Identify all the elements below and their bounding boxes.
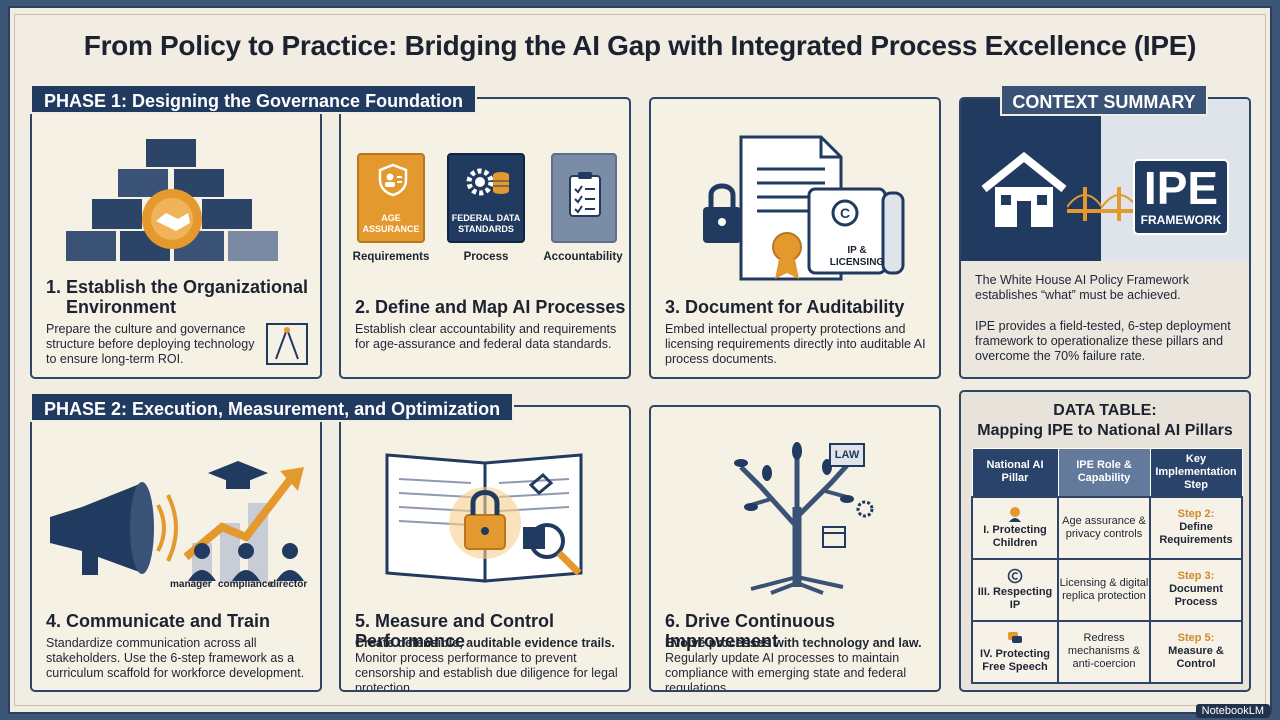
- row1-step: Define Requirements: [1159, 521, 1233, 546]
- card1-heading-line1: 1. Establish the Organizational: [46, 277, 309, 297]
- shield-person-icon: [378, 163, 408, 197]
- card-measure-control: 5. Measure and Control Performance Creat…: [339, 405, 631, 692]
- table-title-line1: DATA TABLE:: [1053, 402, 1157, 419]
- notebooklm-watermark: NotebookLM: [1195, 704, 1270, 718]
- process-caption: Process: [463, 251, 509, 263]
- pillar-mapping-table: National AI Pillar IPE Role & Capability…: [971, 448, 1243, 684]
- card5-heading: 5. Measure and Control Performance: [355, 611, 555, 651]
- ipe-framework-badge: IPE FRAMEWORK: [1133, 159, 1229, 235]
- row2-step-cell: Step 3: Document Process: [1149, 557, 1243, 622]
- row3-step: Measure & Control: [1168, 645, 1224, 670]
- bridge-icon: [1067, 187, 1137, 221]
- row3-pillar: IV. Protecting Free Speech: [980, 647, 1050, 673]
- context-house-panel: [961, 99, 1101, 261]
- card6-heading: 6. Drive Continuous Improvement: [665, 611, 836, 651]
- card-define-map-processes: AGE ASSURANCE FEDERAL DATA STANDARDS Req…: [339, 97, 631, 379]
- row2-role: Licensing & digital replica protection: [1057, 557, 1151, 622]
- ipe-big-text: IPE: [1143, 162, 1219, 214]
- accountability-badge: [551, 153, 617, 243]
- context-summary-label: CONTEXT SUMMARY: [1000, 84, 1208, 116]
- building-blocks-handshake-icon: [66, 139, 278, 261]
- card6-text: Regularly update AI processes to maintai…: [665, 651, 907, 692]
- checklist-icon: [569, 172, 601, 217]
- ip-licensing-label: IP & LICENSING: [829, 245, 885, 268]
- house-icon: [981, 151, 1067, 227]
- row3-pillar-cell: IV. Protecting Free Speech: [971, 619, 1059, 684]
- card-establish-environment: 1. Establish the Organizational Environm…: [30, 97, 322, 379]
- row1-pillar: I. Protecting Children: [983, 523, 1047, 549]
- header-role: IPE Role & Capability: [1057, 448, 1151, 497]
- table-row: IV. Protecting Free Speech Redress mecha…: [971, 619, 1243, 684]
- megaphone-growth-icon: [50, 461, 304, 583]
- book-lock-magnifier-icon: [385, 453, 583, 583]
- card5-text-bold: Create defensible, auditable evidence tr…: [355, 636, 615, 650]
- context-summary-card: IPE FRAMEWORK The White House AI Policy …: [959, 97, 1251, 379]
- role-compliance: compliance: [218, 579, 274, 590]
- card6-text-bold: Evolve processes with technology and law…: [665, 636, 922, 650]
- age-assurance-badge: AGE ASSURANCE: [357, 153, 425, 243]
- row2-step-num: Step 3:: [1177, 570, 1215, 582]
- data-table-card: DATA TABLE: Mapping IPE to National AI P…: [959, 390, 1251, 692]
- role-manager: manager: [170, 579, 212, 590]
- accountability-caption: Accountability: [543, 251, 623, 263]
- row1-pillar-cell: I. Protecting Children: [971, 495, 1059, 560]
- phase2-label: PHASE 2: Execution, Measurement, and Opt…: [30, 392, 515, 422]
- page-title: From Policy to Practice: Bridging the AI…: [83, 30, 1197, 61]
- card3-text: Embed intellectual property protections …: [665, 322, 926, 366]
- card-document-auditability: C IP & LICENSING 3. Document for Auditab…: [649, 97, 941, 379]
- gear-database-icon: [466, 168, 509, 196]
- ipe-small-text: FRAMEWORK: [1140, 213, 1222, 227]
- requirements-caption: Requirements: [352, 251, 430, 263]
- phase1-label: PHASE 1: Designing the Governance Founda…: [30, 84, 478, 114]
- card1-text: Prepare the culture and governance struc…: [46, 322, 255, 366]
- svg-text:C: C: [840, 205, 850, 221]
- blueprint-compass-icon: [266, 323, 308, 365]
- row1-role: Age assurance & privacy controls: [1057, 495, 1151, 560]
- row3-step-num: Step 5:: [1177, 632, 1215, 644]
- card5-text: Monitor process performance to prevent c…: [355, 651, 618, 692]
- card-continuous-improvement: LAW 6. Drive Continuous Improvement Evol…: [649, 405, 941, 692]
- copyright-icon: [1007, 568, 1023, 583]
- card1-heading-line2: Environment: [66, 297, 177, 317]
- document-lock-icon: C: [703, 135, 905, 281]
- context-para2: IPE provides a field-tested, 6-step depl…: [975, 319, 1231, 363]
- context-para1: The White House AI Policy Framework esta…: [975, 273, 1189, 302]
- row3-role: Redress mechanisms & anti-coercion: [1057, 619, 1151, 684]
- table-title-line2: Mapping IPE to National AI Pillars: [977, 422, 1233, 439]
- row1-step-cell: Step 2: Define Requirements: [1149, 495, 1243, 560]
- row1-step-num: Step 2:: [1177, 508, 1215, 520]
- row2-step: Document Process: [1169, 583, 1223, 608]
- card2-text: Establish clear accountability and requi…: [355, 322, 617, 351]
- child-icon: [1009, 506, 1021, 522]
- inner-frame: [14, 14, 1266, 706]
- law-sign: LAW: [829, 443, 865, 467]
- row3-step-cell: Step 5: Measure & Control: [1149, 619, 1243, 684]
- card4-text: Standardize communication across all sta…: [46, 636, 305, 680]
- tree-roots-icon: [734, 442, 874, 595]
- role-director: director: [270, 579, 308, 590]
- speech-bubble-icon: [1008, 631, 1022, 643]
- row2-pillar-cell: III. Respecting IP: [971, 557, 1059, 622]
- card-communicate-train: manager compliance director 4. Communica…: [30, 405, 322, 692]
- header-step: Key Implementation Step: [1149, 448, 1243, 497]
- row2-pillar: III. Respecting IP: [977, 585, 1053, 611]
- header-pillar: National AI Pillar: [971, 448, 1059, 497]
- age-assurance-badge-text: AGE ASSURANCE: [362, 213, 420, 234]
- card4-heading: 4. Communicate and Train: [46, 611, 271, 631]
- card2-heading: 2. Define and Map AI Processes: [355, 297, 626, 317]
- federal-data-badge-text: FEDERAL DATA STANDARDS: [451, 213, 521, 234]
- table-row: III. Respecting IP Licensing & digital r…: [971, 557, 1243, 622]
- card3-heading: 3. Document for Auditability: [665, 297, 905, 317]
- federal-data-badge: FEDERAL DATA STANDARDS: [447, 153, 525, 243]
- table-row: I. Protecting Children Age assurance & p…: [971, 495, 1243, 560]
